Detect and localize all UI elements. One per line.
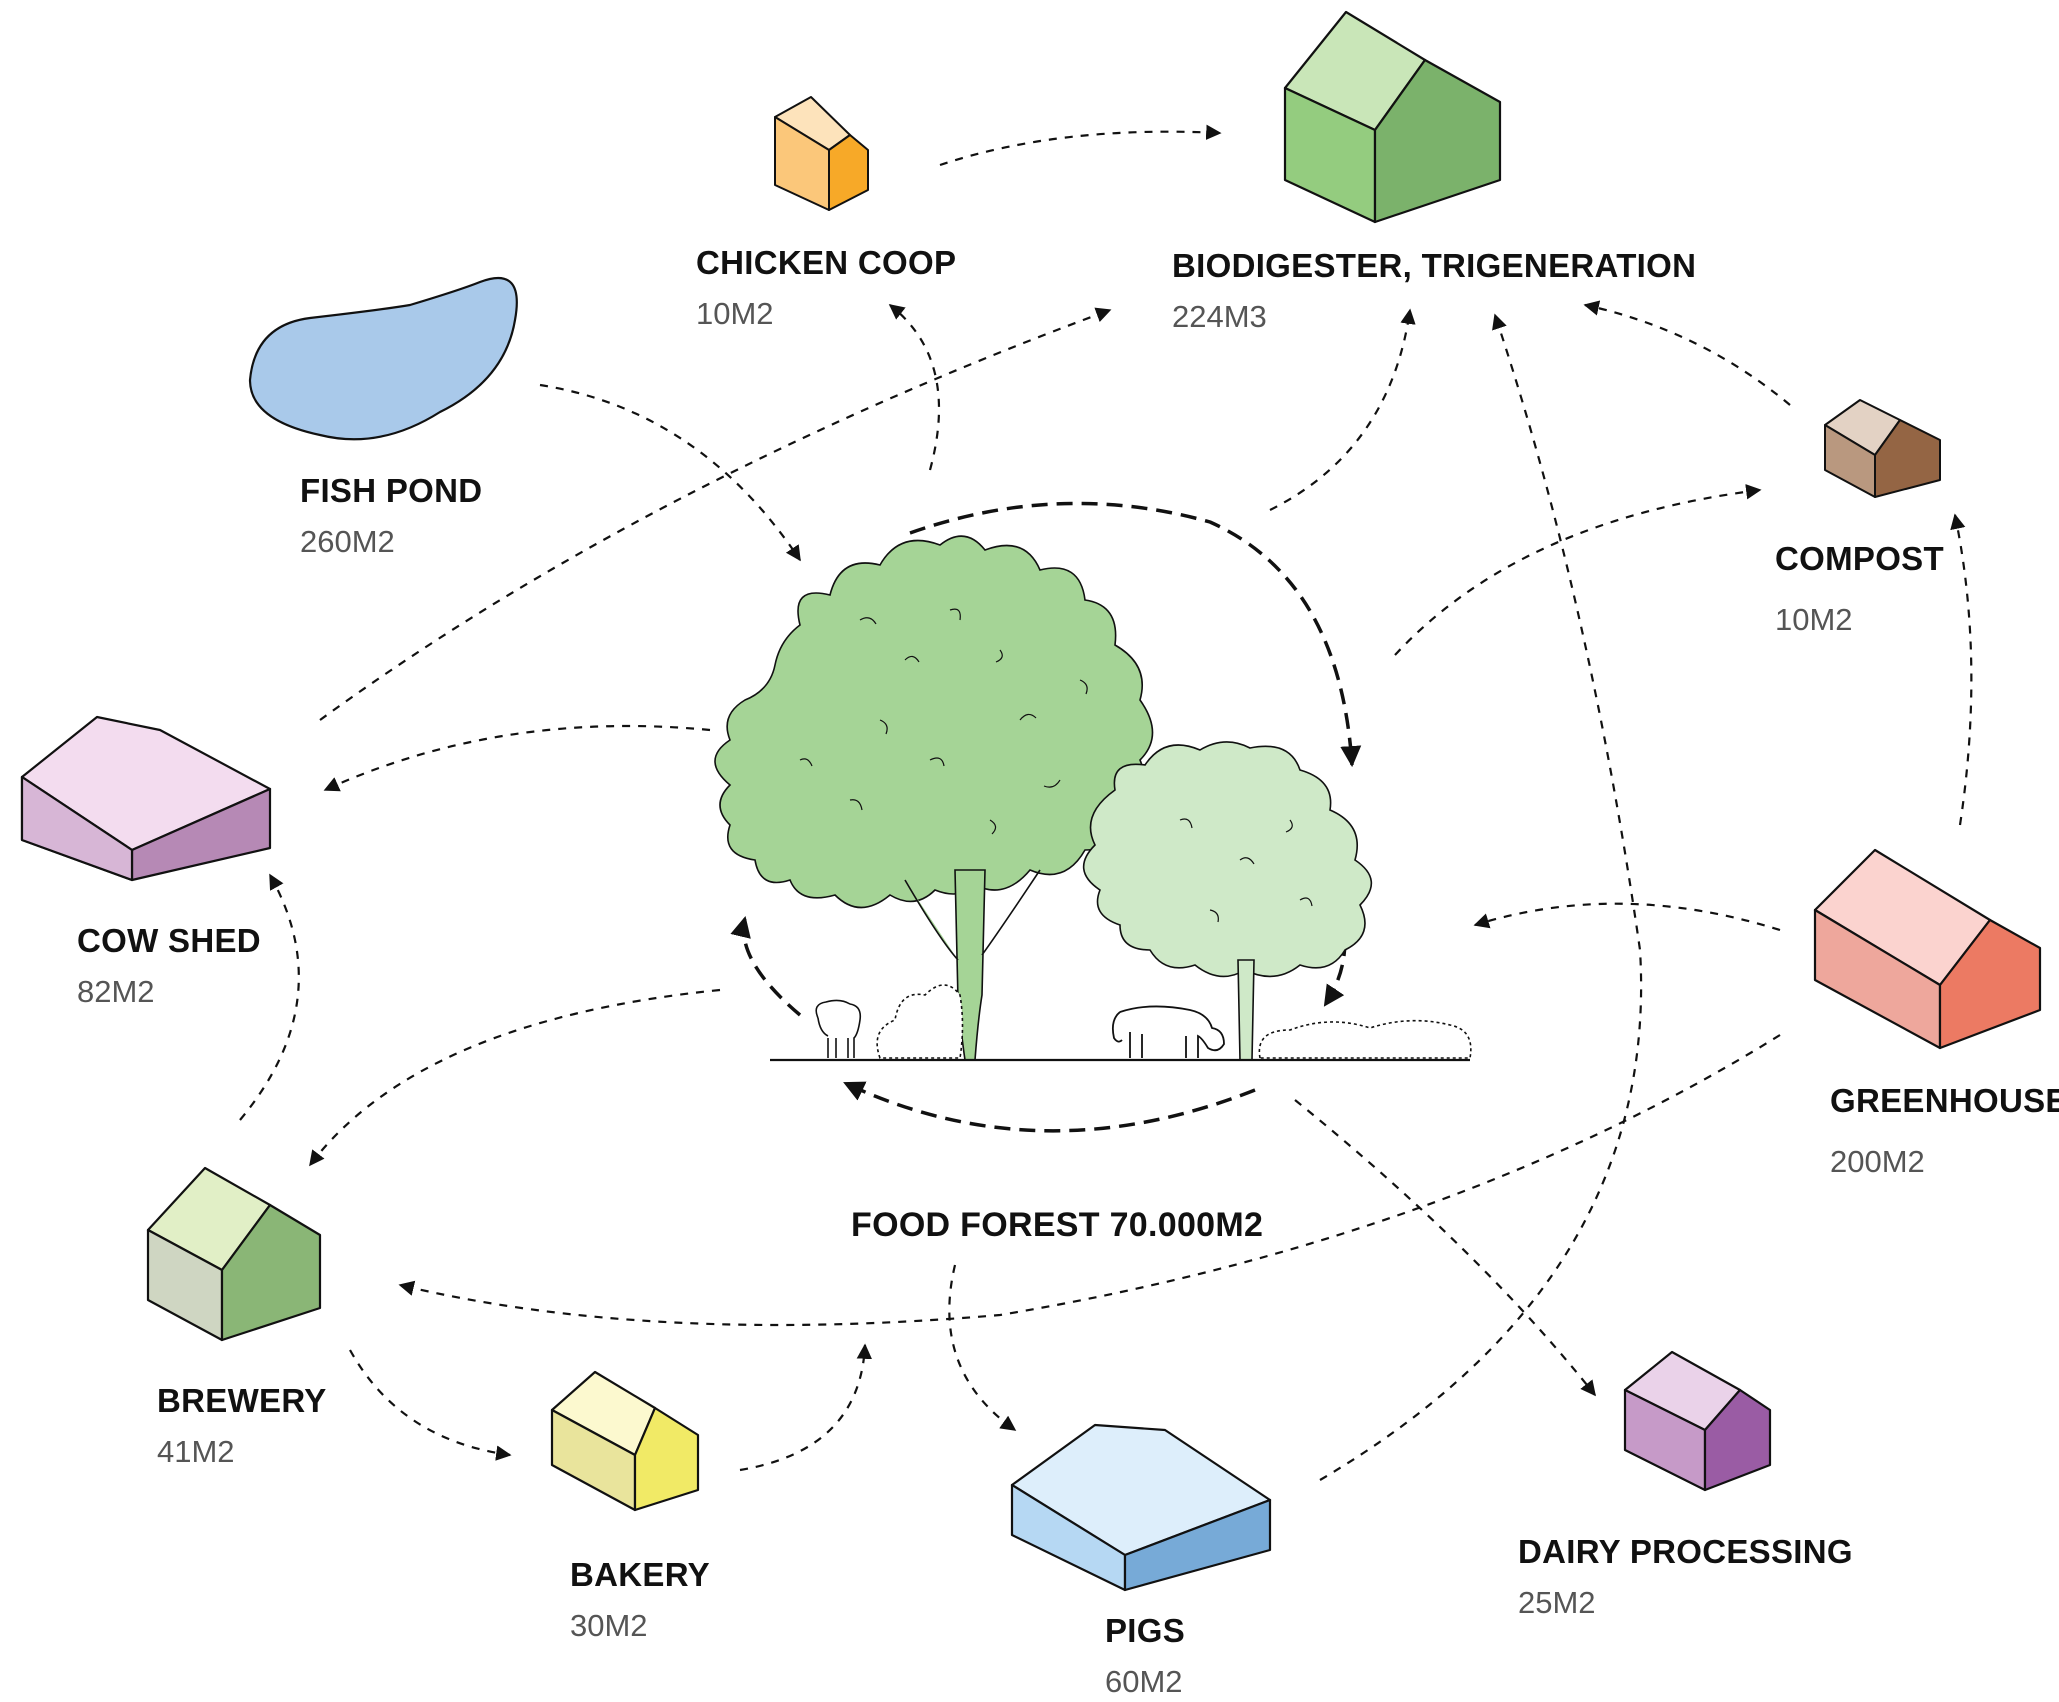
node-area: 10M2 — [1775, 602, 1853, 637]
arrow-brewery-to-cowshed — [239, 873, 300, 1121]
arrow-greenhouse-to-forest — [1473, 902, 1781, 932]
cycle-arrow-bottom — [843, 1081, 1256, 1133]
node-name: BIODIGESTER, TRIGENERATION — [1172, 247, 1697, 284]
node-name: DAIRY PROCESSING — [1518, 1533, 1853, 1570]
center-name: FOOD FOREST 70.000M2 — [851, 1206, 1264, 1244]
large-tree-canopy — [714, 535, 1154, 909]
arrow-forest-to-biodigester — [1269, 308, 1416, 511]
node-area: 224M3 — [1172, 299, 1267, 334]
hedge-right — [1258, 1019, 1472, 1059]
greenhouse-label: GREENHOUSE 200M2 — [1830, 1082, 2059, 1180]
dairy-processing-building-icon — [1623, 1350, 1772, 1492]
small-tree-canopy — [1082, 741, 1373, 978]
node-name: COMPOST — [1775, 540, 1944, 577]
arrow-brewery-to-bakery — [349, 1349, 512, 1461]
biodigester-building-icon — [1283, 10, 1502, 224]
fish-pond-label: FISH POND 260M2 — [300, 472, 482, 560]
node-name: CHICKEN COOP — [696, 244, 957, 281]
arrow-fishpond-to-forest — [539, 383, 801, 562]
cow-left-icon — [815, 999, 862, 1058]
cycle-arrow-top — [909, 501, 1362, 768]
compost-building-icon — [1824, 399, 1941, 498]
node-area: 41M2 — [157, 1434, 235, 1469]
cycle-arrow-left — [730, 915, 802, 1017]
node-area: 30M2 — [570, 1608, 648, 1643]
node-name: FISH POND — [300, 472, 483, 509]
node-name: GREENHOUSE — [1830, 1082, 2059, 1119]
brewery-label: BREWERY 41M2 — [157, 1382, 327, 1470]
bakery-label: BAKERY 30M2 — [570, 1556, 710, 1644]
node-name: BAKERY — [570, 1556, 710, 1593]
node-area: 10M2 — [696, 296, 774, 331]
flow-arrows — [239, 124, 1973, 1481]
node-name: PIGS — [1105, 1612, 1186, 1649]
node-area: 25M2 — [1518, 1585, 1596, 1620]
fish-pond-icon — [248, 276, 518, 441]
chicken-coop-label: CHICKEN COOP 10M2 — [696, 244, 956, 332]
chicken-coop-building-icon — [774, 96, 869, 211]
canopy-texture — [799, 608, 1313, 923]
arrow-cowshed-to-biodigester — [319, 307, 1112, 721]
arrow-forest-to-chickencoop — [888, 304, 941, 471]
node-area: 82M2 — [77, 974, 155, 1009]
arrow-chickencoop-to-biodigester — [939, 124, 1222, 167]
cow-shed-label: COW SHED 82M2 — [77, 922, 261, 1010]
greenhouse-building-icon — [1813, 848, 2042, 1050]
arrow-forest-to-compost — [1394, 484, 1762, 656]
food-forest-label: FOOD FOREST 70.000M2 — [851, 1206, 1263, 1245]
arrow-greenhouse-to-compost — [1950, 513, 1973, 826]
pigs-label: PIGS 60M2 — [1105, 1612, 1185, 1700]
dairy-processing-label: DAIRY PROCESSING 25M2 — [1518, 1533, 1853, 1621]
arrow-forest-to-cowshed — [323, 724, 711, 792]
arrow-forest-to-dairy — [1294, 1099, 1596, 1397]
arrow-forest-to-pigs — [948, 1264, 1017, 1431]
small-tree-trunk — [1237, 959, 1255, 1061]
arrow-greenhouse-to-brewery — [398, 1034, 1781, 1327]
node-name: BREWERY — [157, 1382, 327, 1419]
cow-grazing-icon — [1111, 1005, 1225, 1058]
shrub-left — [876, 984, 964, 1059]
arrow-forest-to-brewery — [309, 988, 721, 1167]
node-area: 60M2 — [1105, 1664, 1183, 1699]
arrow-pigs-to-biodigester — [1319, 313, 1643, 1481]
pigs-building-icon — [1010, 1423, 1272, 1592]
compost-label: COMPOST 10M2 — [1775, 540, 1944, 638]
biodigester-label: BIODIGESTER, TRIGENERATION 224M3 — [1172, 247, 1696, 335]
food-forest-illustration — [714, 535, 1472, 1062]
arrow-bakery-to-forest — [739, 1343, 873, 1472]
arrow-compost-to-biodigester — [1583, 300, 1791, 406]
node-area: 200M2 — [1830, 1144, 1925, 1179]
bakery-building-icon — [550, 1370, 700, 1512]
brewery-building-icon — [146, 1166, 322, 1342]
cow-shed-building-icon — [20, 715, 272, 882]
node-name: COW SHED — [77, 922, 261, 959]
node-area: 260M2 — [300, 524, 395, 559]
